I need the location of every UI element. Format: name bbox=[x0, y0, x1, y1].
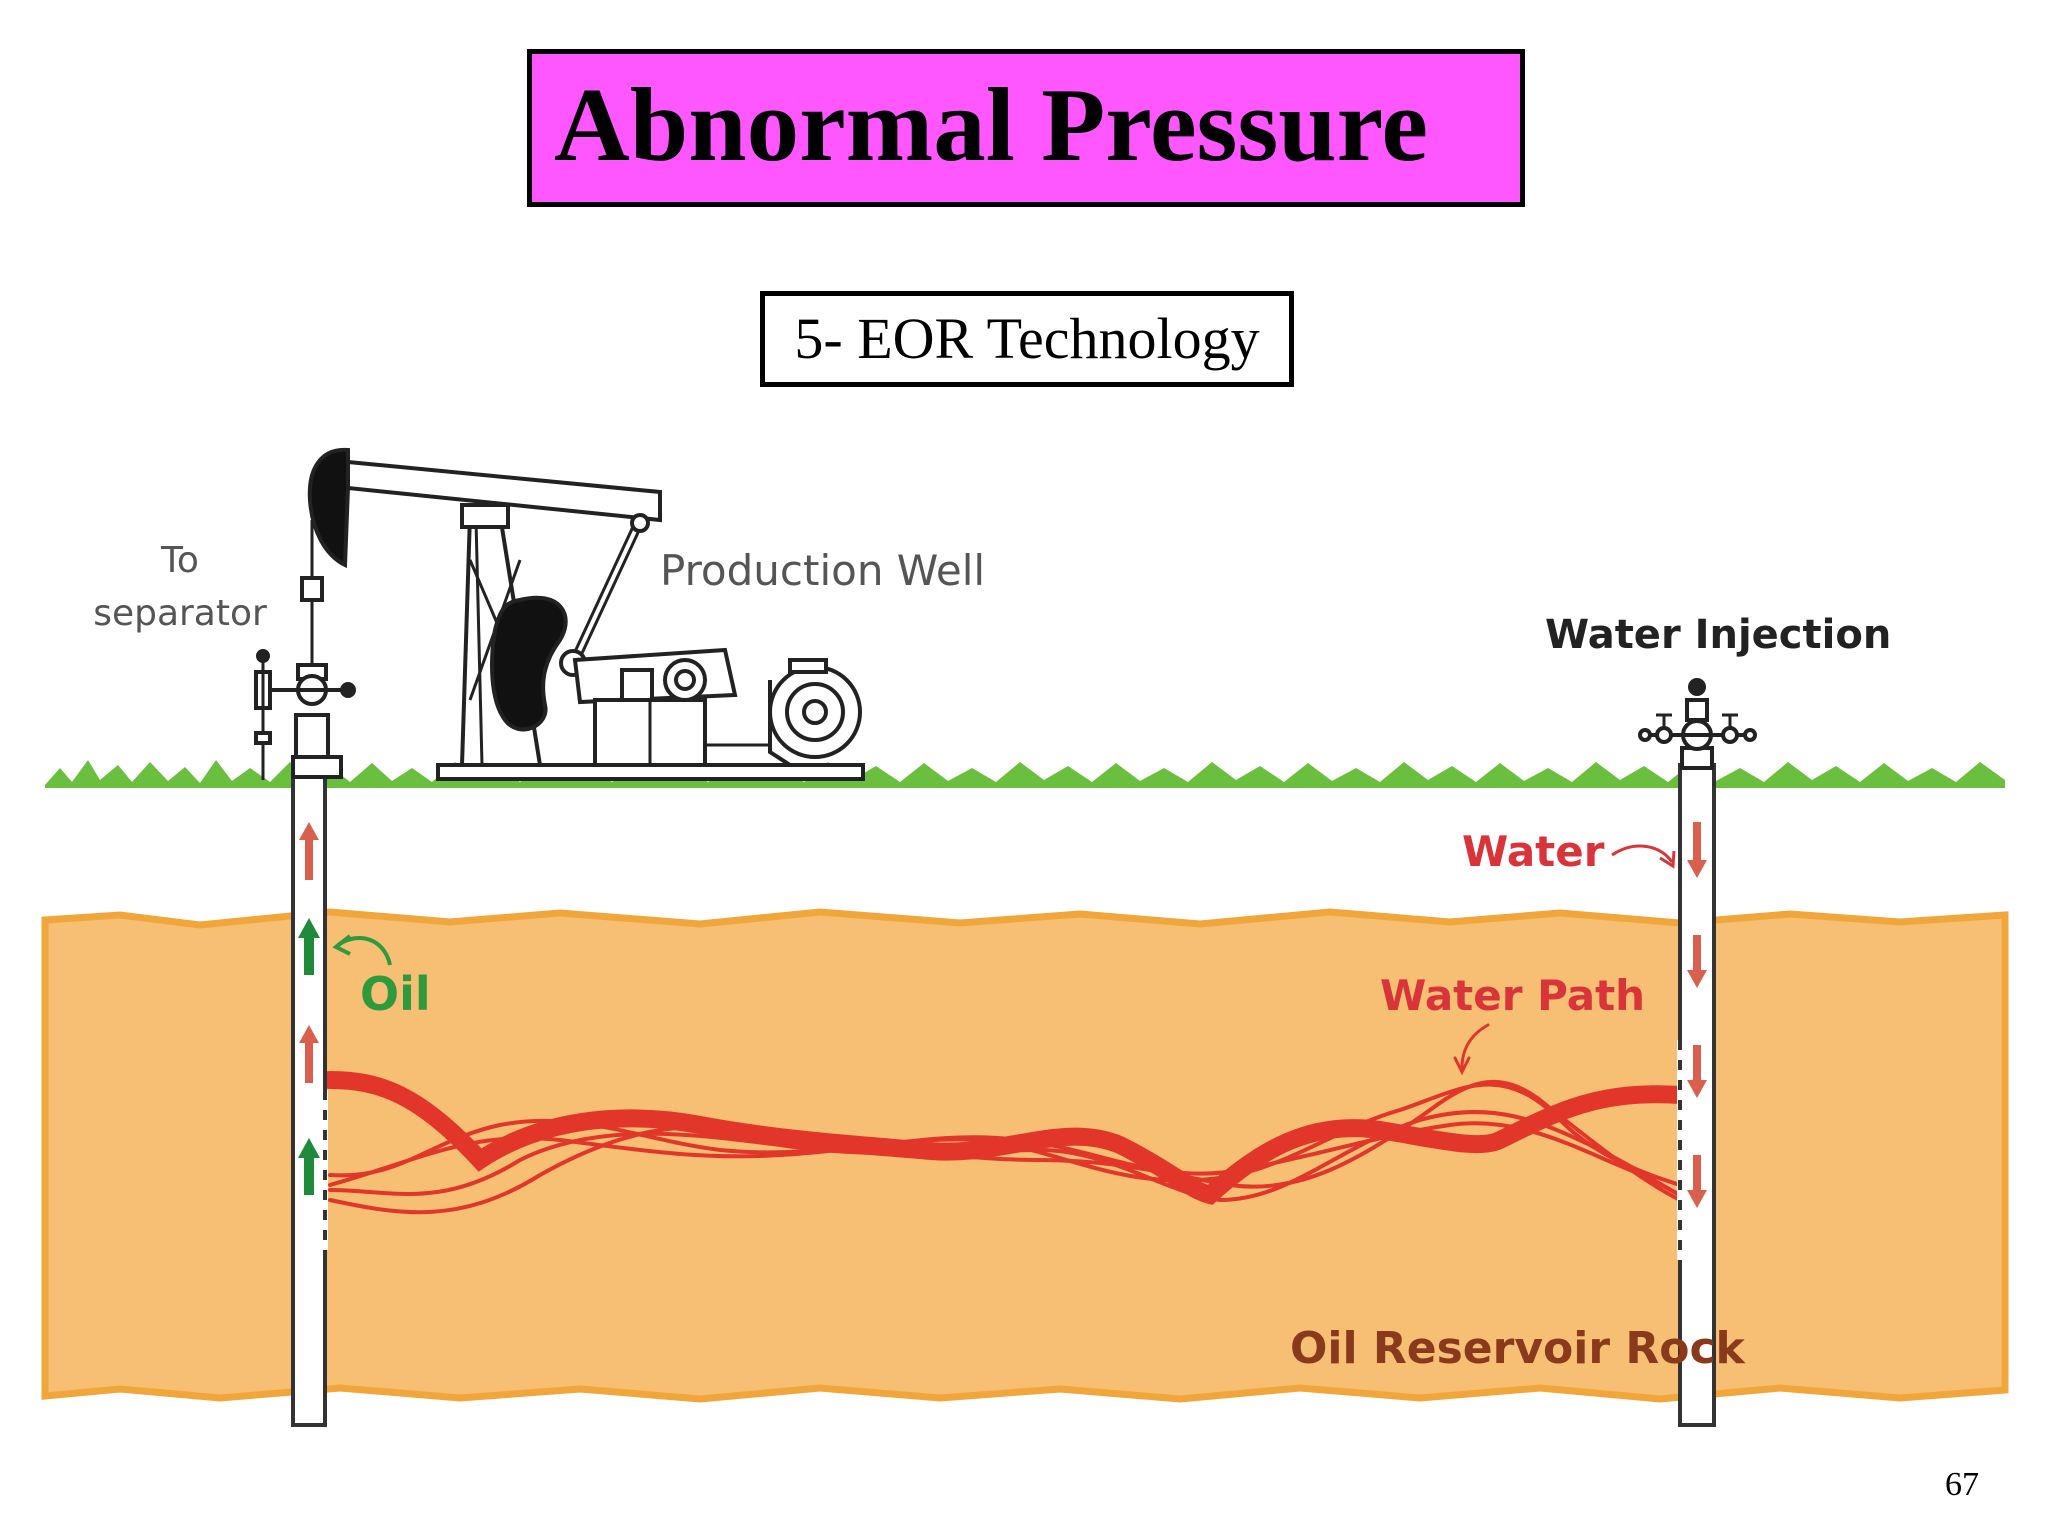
water-path-pointer-head bbox=[1453, 1056, 1471, 1076]
down-arrow-red-icon bbox=[1687, 822, 1707, 878]
production-well-casing bbox=[291, 773, 328, 1427]
water-path-thin-3 bbox=[328, 1079, 1682, 1215]
title-box: Abnormal Pressure bbox=[527, 49, 1525, 207]
reservoir-layer bbox=[41, 908, 2009, 1403]
water-label: Water bbox=[1462, 827, 1605, 876]
production-flow-arrows bbox=[298, 822, 320, 1195]
down-arrow-red-icon bbox=[1687, 1155, 1707, 1208]
production-well-label: Production Well bbox=[660, 546, 985, 595]
slide-subtitle: 5- EOR Technology bbox=[794, 306, 1260, 371]
to-separator-label-line2: separator bbox=[93, 593, 267, 634]
pump-jack-icon bbox=[307, 447, 865, 781]
up-arrow-green-icon bbox=[298, 918, 320, 975]
water-path-thin-2 bbox=[328, 1109, 1682, 1203]
production-wellhead-icon bbox=[254, 576, 356, 780]
injection-wellhead-icon bbox=[1638, 678, 1757, 770]
up-arrow-green-icon bbox=[298, 1138, 320, 1195]
water-injection-label: Water Injection bbox=[1545, 612, 1891, 658]
up-arrow-red-icon bbox=[299, 822, 319, 880]
water-path-thin-4 bbox=[328, 1121, 1682, 1197]
subtitle-box: 5- EOR Technology bbox=[760, 291, 1294, 387]
water-path-label: Water Path bbox=[1380, 971, 1645, 1020]
water-path-pointer bbox=[1460, 1023, 1490, 1070]
oil-pointer-arrow-icon bbox=[332, 934, 392, 966]
oil-label: Oil bbox=[360, 967, 431, 1021]
water-path-thin-1 bbox=[328, 1082, 1682, 1187]
down-arrow-red-icon bbox=[1687, 1045, 1707, 1098]
reservoir-label: Oil Reservoir Rock bbox=[1290, 1323, 1747, 1374]
down-arrow-red-icon bbox=[1687, 935, 1707, 988]
up-arrow-red-icon bbox=[299, 1025, 319, 1083]
to-separator-label-line1: To bbox=[160, 540, 199, 581]
injection-flow-arrows bbox=[1687, 822, 1707, 1208]
page-number: 67 bbox=[1945, 1466, 1979, 1503]
water-path-main bbox=[321, 1071, 1689, 1205]
water-path-flows bbox=[321, 1023, 1689, 1215]
water-pointer-arrow-icon bbox=[1611, 844, 1676, 869]
slide-title: Abnormal Pressure bbox=[554, 66, 1428, 183]
